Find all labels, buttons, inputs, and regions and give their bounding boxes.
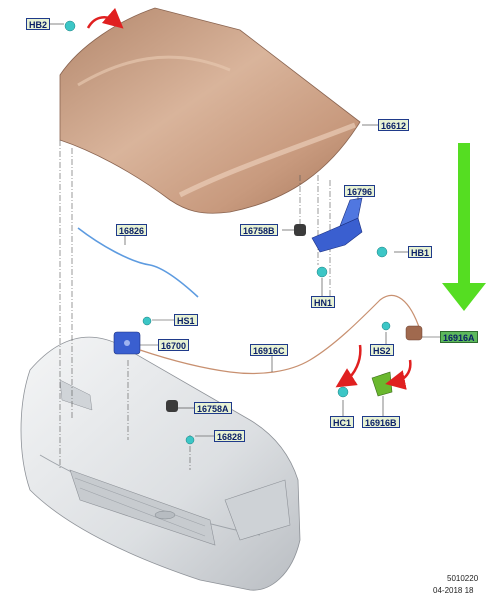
- bumper-stop-16758a: [166, 400, 178, 412]
- diagram-date: 04-2018 18: [433, 586, 474, 595]
- release-handle-16916a: [405, 325, 423, 341]
- label-hs2: HS2: [370, 344, 394, 356]
- label-16916a: 16916A: [440, 331, 478, 343]
- leader-lines: [50, 23, 440, 437]
- label-16758b: 16758B: [240, 224, 278, 236]
- label-16612: 16612: [378, 119, 410, 131]
- label-16758a: 16758A: [194, 402, 232, 414]
- hood-16612: [59, 7, 361, 214]
- bumper-stop-16758b: [294, 224, 306, 236]
- label-hs1: HS1: [174, 314, 198, 326]
- label-hb2: HB2: [26, 18, 51, 30]
- diagram-code: 5010220: [447, 574, 479, 583]
- label-hb1: HB1: [408, 246, 433, 258]
- label-16916b: 16916B: [362, 416, 400, 428]
- hood-seal-16826: [77, 227, 199, 298]
- label-hc1: HC1: [330, 416, 355, 428]
- green-arrow: [442, 143, 486, 311]
- hood-bracket-16796: [311, 197, 363, 253]
- label-hn1: HN1: [311, 296, 336, 308]
- fasteners: [64, 20, 391, 445]
- hood-latch-16700: [113, 331, 141, 355]
- release-cable-16916c: [139, 294, 421, 375]
- front-bumper: [20, 336, 301, 591]
- label-16828: 16828: [214, 430, 246, 442]
- release-lever-16916b: [371, 371, 393, 397]
- red-arrows: [86, 7, 412, 390]
- label-16826: 16826: [116, 224, 148, 236]
- label-16916c: 16916C: [250, 344, 288, 356]
- label-16700: 16700: [158, 339, 190, 351]
- label-16796: 16796: [344, 185, 376, 197]
